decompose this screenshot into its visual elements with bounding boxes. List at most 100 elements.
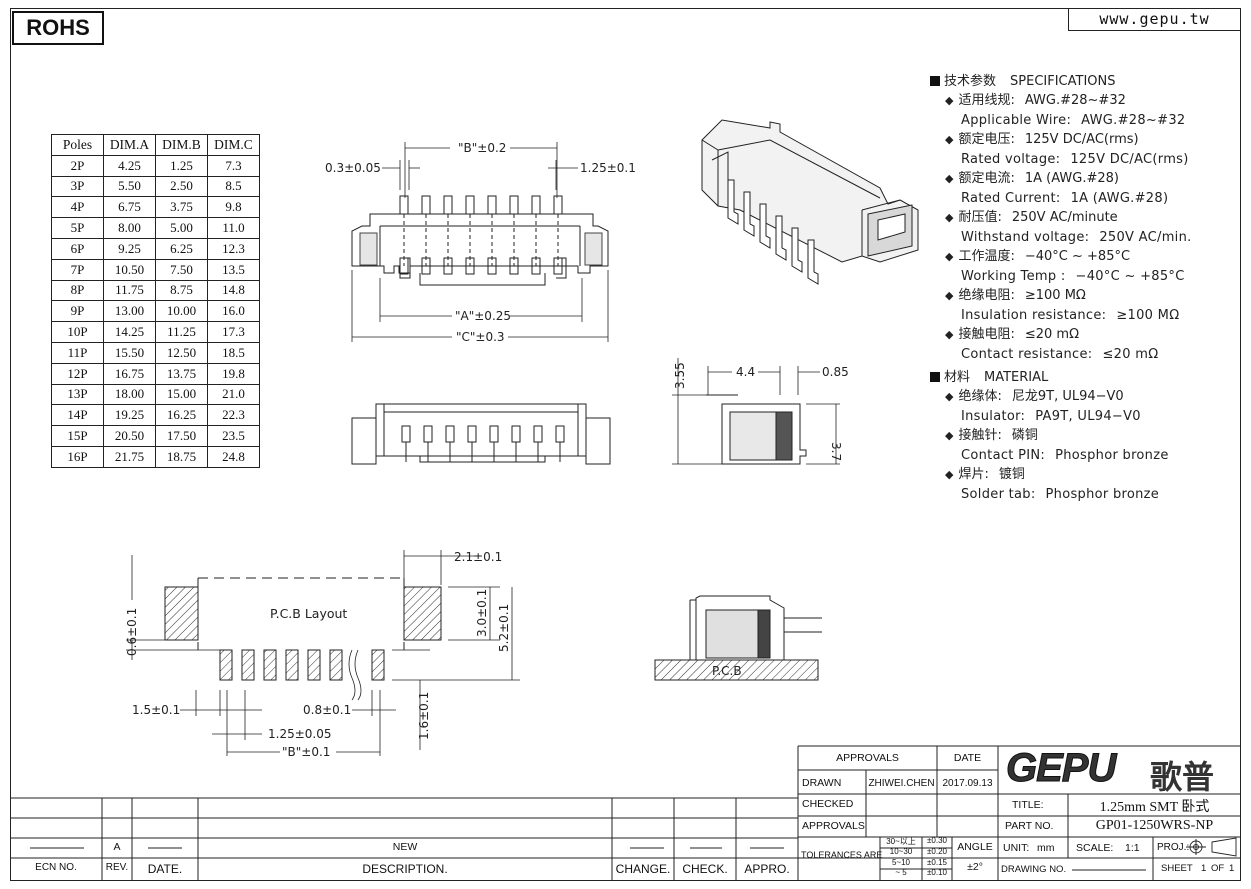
spec-value-cn: 250V AC/minute xyxy=(1011,210,1118,225)
isometric-connector xyxy=(701,119,919,263)
date-header: DATE xyxy=(953,752,982,764)
drawn-by: ZHIWEI.CHEN xyxy=(868,778,935,789)
pin-foot xyxy=(443,257,453,275)
pin-tip xyxy=(421,195,431,215)
iso-pin xyxy=(743,191,755,237)
total-sheets: 1 xyxy=(1229,863,1235,874)
spec-line-en: Contact resistance:≤20 mΩ xyxy=(930,345,1230,365)
table-cell: 7.3 xyxy=(207,154,260,177)
tolerance-value: ±0.30 xyxy=(927,836,947,845)
unit-value: mm xyxy=(1037,842,1055,854)
pcb-dim-b-label: "B"±0.1 xyxy=(282,745,330,759)
tab-height-label: 3.0±0.1 xyxy=(475,589,489,637)
spec-line-cn: ◆绝缘体:尼龙9T, UL94−V0 xyxy=(930,387,1230,407)
revision-header: DESCRIPTION. xyxy=(362,862,448,876)
table-cell: 16P xyxy=(51,445,104,468)
front-dimensions xyxy=(351,142,609,342)
spec-line-en: Rated Current:1A (AWG.#28) xyxy=(930,189,1230,209)
revision-header: APPRO. xyxy=(744,862,790,876)
square-bullet-icon xyxy=(930,372,940,382)
tolerance-value: ±0.10 xyxy=(927,868,947,878)
front-view xyxy=(351,213,609,286)
spec-label-cn: 接触电阻: xyxy=(958,327,1015,342)
diamond-bullet-icon: ◆ xyxy=(945,133,954,146)
revision-header: REV. xyxy=(105,862,129,873)
spec-line-en: Insulation resistance:≥100 MΩ xyxy=(930,306,1230,326)
square-bullet-icon xyxy=(930,76,940,86)
pad-width-label: 0.8±0.1 xyxy=(303,703,351,717)
title-block-grid xyxy=(10,745,1241,881)
spec-label-en: Contact PIN: xyxy=(961,447,1046,463)
pin-slot xyxy=(445,425,455,443)
spec-value-en: 250V AC/min. xyxy=(1099,229,1192,245)
pin-slot xyxy=(401,425,411,443)
diamond-bullet-icon: ◆ xyxy=(945,172,954,185)
spec-line-en: Working Temp :−40°C ~ +85°C xyxy=(930,267,1230,287)
spec-label-cn: 额定电流: xyxy=(958,171,1015,186)
side-dimensions xyxy=(672,358,840,465)
table-cell: 20.50 xyxy=(103,425,156,447)
spec-value-cn: 磷铜 xyxy=(1011,428,1038,443)
pcb-pad xyxy=(285,649,299,681)
pcb-dimension-labels: P.C.B Layout 2.1±0.1 3.0±0.1 5.2±0.1 0.6… xyxy=(125,550,511,759)
pin-foot xyxy=(421,257,431,275)
tolerance-range: ~ 5 xyxy=(895,868,907,878)
pin-foot xyxy=(531,257,541,275)
table-cell: 7P xyxy=(51,258,104,281)
pcb-pad xyxy=(263,649,277,681)
diamond-bullet-icon: ◆ xyxy=(945,390,954,403)
scale-label: SCALE: xyxy=(1076,842,1114,854)
spec-value-en: Phosphor bronze xyxy=(1055,447,1169,463)
tab-width-label: 2.1±0.1 xyxy=(454,550,502,564)
table-cell: 6.25 xyxy=(155,237,208,260)
spec-value-en: Phosphor bronze xyxy=(1045,486,1160,502)
spec-value-cn: 1A (AWG.#28) xyxy=(1024,171,1119,186)
table-cell: 7.50 xyxy=(155,258,208,281)
dim-c-label: "C"±0.3 xyxy=(456,330,505,344)
diamond-bullet-icon: ◆ xyxy=(945,468,954,481)
rev-value: A xyxy=(113,841,121,853)
pcb-mount-view xyxy=(654,595,822,681)
table-cell: 13.00 xyxy=(103,300,156,323)
pitch-label: 1.25±0.05 xyxy=(268,727,332,741)
spec-label-cn: 接触针: xyxy=(958,428,1002,443)
spec-value-en: PA9T, UL94−V0 xyxy=(1035,408,1141,424)
revision-header: ECN NO. xyxy=(35,862,77,873)
table-cell: 14.8 xyxy=(207,279,260,302)
pin-tip xyxy=(465,195,475,215)
lead-label: 0.85 xyxy=(822,365,849,379)
proj-label: PROJ.: xyxy=(1157,842,1190,853)
spec-label-en: Insulator: xyxy=(961,408,1026,424)
table-cell: 11.75 xyxy=(103,279,156,302)
revision-header: CHANGE. xyxy=(615,862,671,876)
pcb-pad xyxy=(329,649,343,681)
spec-label-en: Solder tab: xyxy=(961,486,1036,502)
tolerances-label: TOLERANCES ARE xyxy=(801,850,883,860)
table-cell: 8P xyxy=(51,279,104,302)
spec-line-cn: ◆适用线规:AWG.#28~#32 xyxy=(930,91,1230,111)
table-cell: 1.25 xyxy=(155,154,208,177)
pin-foot xyxy=(399,257,409,275)
pin-tip xyxy=(487,195,497,215)
pin-slot xyxy=(511,425,521,443)
description-value: NEW xyxy=(392,841,418,853)
spec-label-cn: 焊片: xyxy=(958,467,989,482)
approvals-header: APPROVALS xyxy=(836,752,899,764)
diamond-bullet-icon: ◆ xyxy=(945,328,954,341)
projection-symbol-icon xyxy=(1186,837,1237,857)
pad-length-label: 1.6±0.1 xyxy=(417,692,431,740)
spec-line-en: Solder tab: Phosphor bronze xyxy=(930,485,1230,505)
spec-line-en: Applicable Wire:AWG.#28~#32 xyxy=(930,111,1230,131)
spec-label-en: Applicable Wire: xyxy=(961,112,1072,128)
iso-pin xyxy=(791,227,803,273)
iso-pin xyxy=(727,179,739,225)
